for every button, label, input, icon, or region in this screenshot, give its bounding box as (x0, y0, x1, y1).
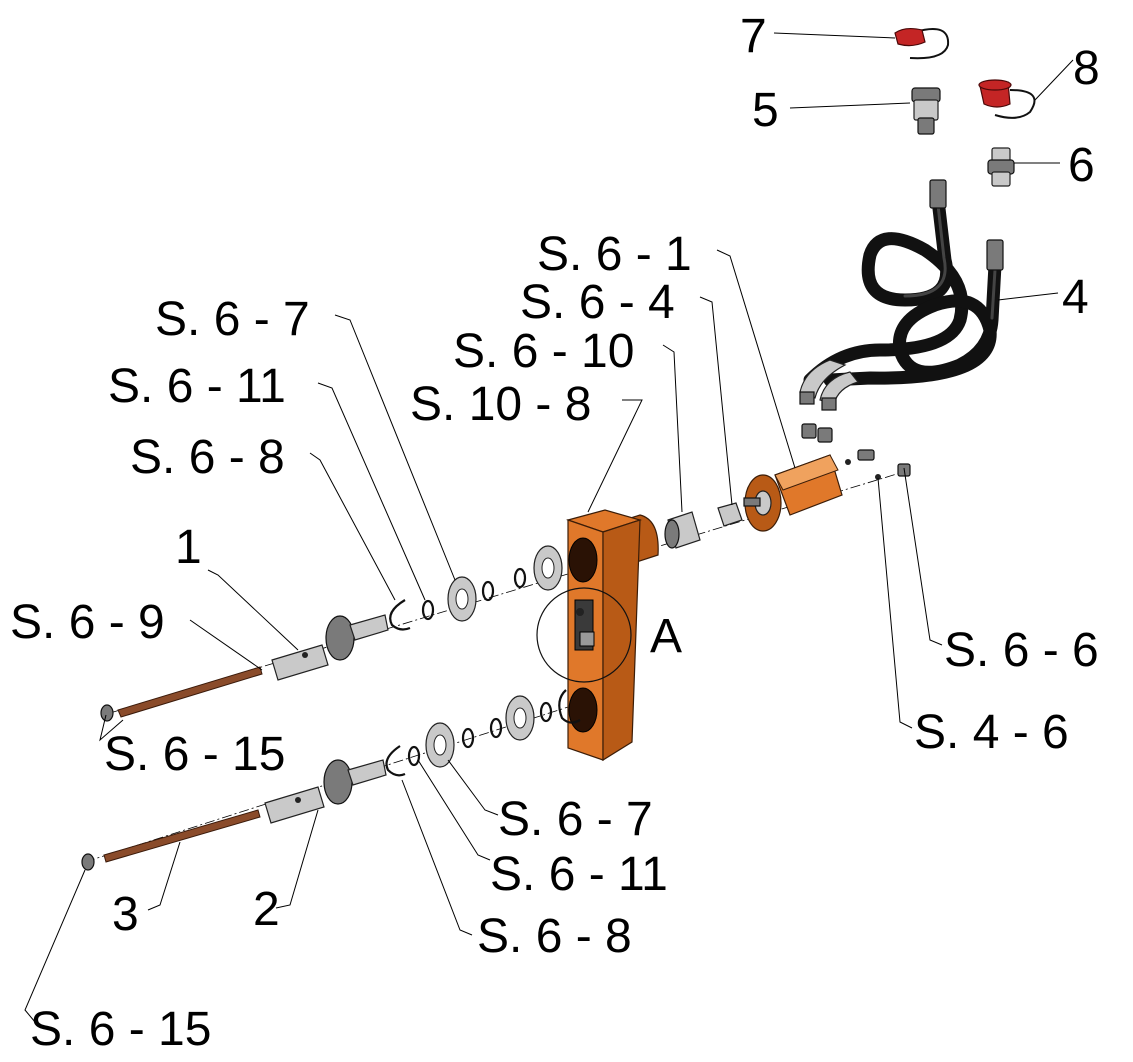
leader-lines (24, 32, 1074, 1023)
label-s6-7-top: S. 6 - 7 (155, 293, 310, 346)
label-s6-11-bottom: S. 6 - 11 (490, 848, 668, 901)
label-s4-6: S. 4 - 6 (914, 706, 1069, 759)
label-item-6: 6 (1068, 139, 1095, 192)
label-item-2: 2 (253, 883, 280, 936)
label-s10-8: S. 10 - 8 (410, 378, 591, 431)
quick-coupler-5 (911, 87, 941, 135)
label-s6-8-bottom: S. 6 - 8 (477, 910, 632, 963)
label-s6-8-top: S. 6 - 8 (130, 431, 285, 484)
label-s6-11-top: S. 6 - 11 (108, 360, 286, 413)
label-detail-a: A (650, 610, 682, 663)
label-item-1: 1 (175, 521, 202, 574)
label-s6-1: S. 6 - 1 (537, 228, 692, 281)
label-s6-9: S. 6 - 9 (10, 596, 165, 649)
upper-shaft-train (100, 545, 563, 722)
label-s6-10: S. 6 - 10 (453, 325, 634, 378)
dust-cap-7 (894, 27, 950, 60)
label-s6-15-bottom: S. 6 - 15 (30, 1003, 211, 1056)
label-s6-4: S. 6 - 4 (520, 276, 675, 329)
coupling-sleeve (664, 502, 743, 549)
hydraulic-motor (743, 423, 911, 532)
label-s6-6: S. 6 - 6 (944, 624, 1099, 677)
detail-a-circle (536, 587, 632, 683)
label-s6-15-top: S. 6 - 15 (104, 728, 285, 781)
label-item-4: 4 (1062, 271, 1089, 324)
label-s6-7-bottom: S. 6 - 7 (498, 793, 653, 846)
labels: 7 8 5 6 4 S. 6 - 1 S. 6 - 4 S. 6 - 7 S. … (10, 10, 1100, 1056)
label-item-3: 3 (112, 888, 139, 941)
hydraulic-hoses-4 (799, 179, 1004, 411)
main-housing (536, 509, 659, 762)
label-item-5: 5 (752, 84, 779, 137)
lower-shaft-train (81, 689, 581, 871)
label-item-8: 8 (1073, 42, 1100, 95)
label-item-7: 7 (740, 10, 767, 63)
dust-cap-8 (978, 79, 1036, 119)
quick-coupler-6 (987, 147, 1015, 187)
